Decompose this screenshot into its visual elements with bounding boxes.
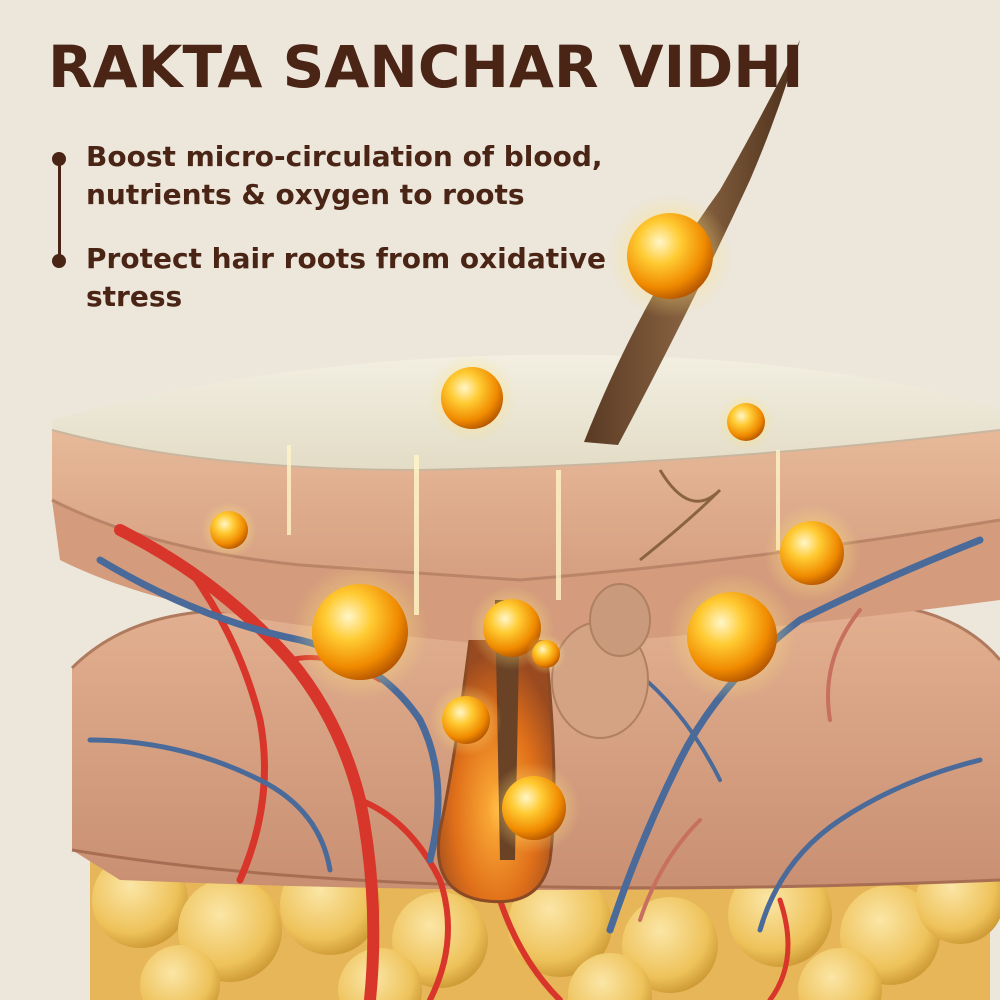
page-title: RAKTA SANCHAR VIDHI [48,33,804,101]
sebaceous-gland [551,583,651,739]
bullet-connector-line [58,158,61,258]
nutrient-droplets [201,194,860,854]
bullet-dot-icon [52,152,66,166]
benefit-text: Boost micro-circulation of blood, nutrie… [86,140,603,211]
benefit-text: Protect hair roots from oxidative stress [86,242,606,313]
bullet-dot-icon [52,254,66,268]
